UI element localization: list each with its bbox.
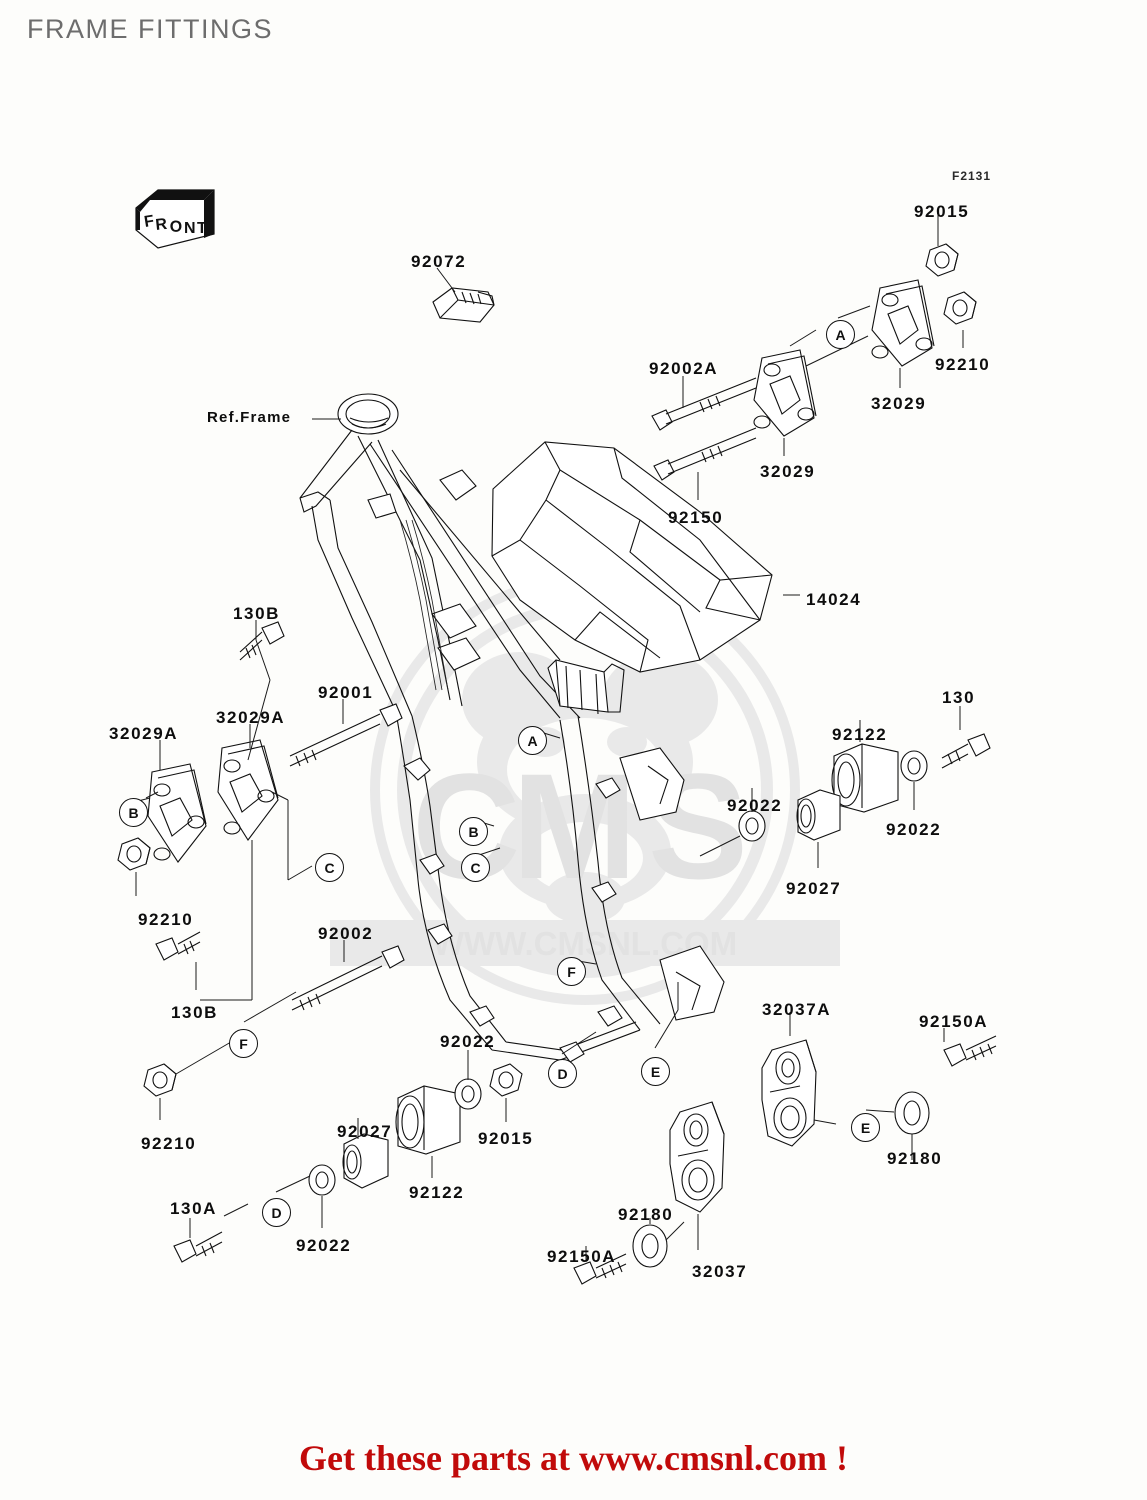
part-label-92072: 92072 (411, 252, 467, 271)
callout-marker-c: C (315, 853, 344, 882)
part-label-92022-lower: 92022 (296, 1236, 352, 1255)
part-label-92180-right: 92180 (887, 1149, 943, 1168)
part-14024-art (491, 441, 773, 673)
part-92027-center-art (342, 1133, 389, 1189)
part-32037-art (669, 1101, 725, 1213)
part-label-92210-lower: 92210 (141, 1134, 197, 1153)
part-92027-right-art (796, 789, 841, 841)
part-92150A-right-art (943, 1035, 997, 1067)
part-92150-art (653, 427, 757, 481)
part-92210-lower-art (143, 1063, 177, 1097)
part-label-92150: 92150 (668, 508, 724, 527)
part-label-92022-far-right: 92022 (886, 820, 942, 839)
part-label-130A: 130A (170, 1199, 218, 1218)
callout-marker-c2: C (461, 853, 490, 882)
ref-frame-label: Ref.Frame (207, 409, 292, 426)
part-label-92001: 92001 (318, 683, 374, 702)
part-92015-top-art (925, 243, 959, 277)
motorcycle-frame-art (299, 429, 725, 1063)
callout-marker-a2: A (518, 726, 547, 755)
part-92180-right-art (894, 1091, 930, 1135)
part-32037A-art (761, 1039, 817, 1147)
part-label-92150A-right: 92150A (919, 1012, 989, 1031)
part-130B-upper-art (239, 621, 285, 661)
callout-marker-d2: D (548, 1059, 577, 1088)
part-label-32037A: 32037A (762, 1000, 832, 1019)
part-130A-art (173, 1231, 223, 1263)
part-92022-center-art (454, 1078, 482, 1110)
part-label-92210-left: 92210 (138, 910, 194, 929)
part-label-32029-center: 32029 (760, 462, 816, 481)
head-tube-art (337, 393, 399, 435)
part-label-32029-right: 32029 (871, 394, 927, 413)
svg-text:O: O (169, 218, 182, 236)
svg-text:N: N (184, 220, 196, 237)
part-130-right-art (941, 733, 991, 769)
part-32029-center-art (753, 349, 817, 437)
part-label-130B-upper: 130B (233, 604, 281, 623)
part-92002A-art (651, 377, 757, 431)
part-label-92122-right: 92122 (832, 725, 888, 744)
front-direction-icon: F R O N T (128, 186, 218, 258)
part-32029-right-art (871, 279, 935, 367)
footer-promo-text: Get these parts at www.cmsnl.com ! (299, 1438, 848, 1478)
svg-text:R: R (155, 216, 169, 234)
part-label-14024: 14024 (806, 590, 862, 609)
part-label-92150A-center: 92150A (547, 1247, 617, 1266)
callout-marker-e2: E (851, 1113, 880, 1142)
part-92072-art (432, 287, 495, 323)
part-label-92022-center: 92022 (440, 1032, 496, 1051)
part-label-92210-top: 92210 (935, 355, 991, 374)
callout-marker-f2: F (557, 957, 586, 986)
callout-marker-a: A (826, 320, 855, 349)
part-label-92180-center: 92180 (618, 1205, 674, 1224)
svg-text:S: S (648, 742, 748, 910)
part-label-92015-top: 92015 (914, 202, 970, 221)
part-label-92022-right-upper: 92022 (727, 796, 783, 815)
part-label-92027-right: 92027 (786, 879, 842, 898)
cms-watermark: C M S WWW.CMSNL.COM (330, 575, 840, 1005)
page-title: FRAME FITTINGS (27, 14, 273, 44)
part-label-32029A-left: 32029A (109, 724, 179, 743)
part-92180-center-art (632, 1224, 668, 1268)
svg-text:M: M (512, 742, 637, 910)
part-label-130B-lower: 130B (171, 1003, 219, 1022)
callout-marker-e: E (641, 1057, 670, 1086)
part-92122-center-art (395, 1085, 461, 1155)
svg-text:F: F (143, 213, 156, 231)
part-label-92002: 92002 (318, 924, 374, 943)
part-92022-lower-art (308, 1164, 336, 1196)
diagram-code: F2131 (952, 169, 992, 183)
part-92002-art (291, 945, 405, 1011)
part-32029A-right-art (217, 739, 279, 841)
part-label-130: 130 (942, 688, 976, 707)
part-92001-art (289, 703, 403, 767)
part-32029A-left-art (147, 763, 207, 863)
part-label-92002A: 92002A (649, 359, 719, 378)
part-label-92027-center: 92027 (337, 1122, 393, 1141)
part-label-92015-lower: 92015 (478, 1129, 534, 1148)
part-92122-right-art (831, 743, 899, 813)
part-92022-right-art (900, 750, 928, 782)
callout-marker-b: B (119, 798, 148, 827)
part-92210-top-art (943, 291, 977, 325)
part-label-92122-center: 92122 (409, 1183, 465, 1202)
part-130B-lower-art (155, 931, 201, 961)
svg-text:T: T (197, 220, 207, 237)
callout-marker-d: D (262, 1198, 291, 1227)
callout-marker-f: F (229, 1029, 258, 1058)
svg-text:WWW.CMSNL.COM: WWW.CMSNL.COM (433, 925, 737, 962)
part-92210-left-art (117, 837, 151, 871)
part-label-32037: 32037 (692, 1262, 748, 1281)
part-label-32029A-right: 32029A (216, 708, 286, 727)
callout-marker-b2: B (459, 817, 488, 846)
part-92015-lower-art (489, 1063, 523, 1097)
